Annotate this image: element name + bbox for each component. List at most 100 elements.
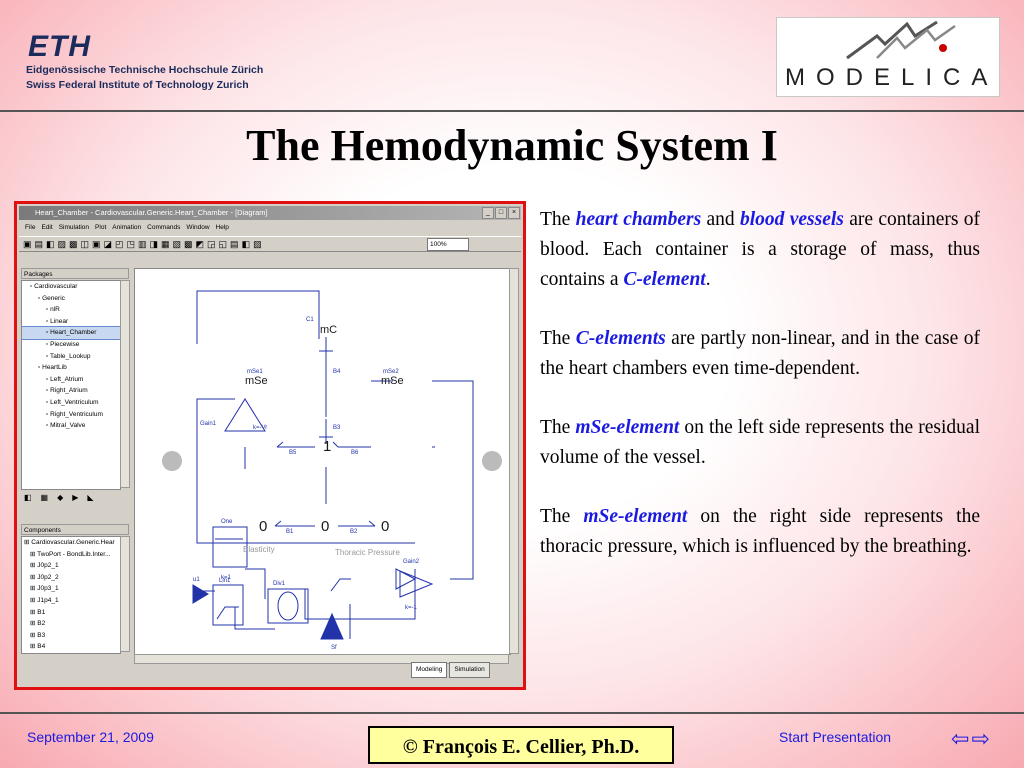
menu-item-animation[interactable]: Animation xyxy=(112,224,142,231)
keyword-mse-element-right: mSe-element xyxy=(583,506,688,527)
keyword-c-elements: C-elements xyxy=(575,328,666,349)
left-port-icon[interactable] xyxy=(162,451,182,471)
close-icon[interactable]: × xyxy=(508,207,520,219)
component-tree-item[interactable]: ⊞ B3 xyxy=(22,630,120,642)
menu-item-file[interactable]: File xyxy=(25,224,36,231)
b1-label: B1 xyxy=(286,529,294,535)
modelica-swoosh-icon xyxy=(846,20,956,60)
expand-icon[interactable]: ⊞ xyxy=(30,631,38,639)
component-tree-item[interactable]: ⊞ J0p2_1 xyxy=(22,560,120,572)
header: ETH Eidgenössische Technische Hochschule… xyxy=(0,0,1024,110)
package-label: Mitral_Valve xyxy=(50,422,86,430)
package-tree-item[interactable]: ▫ Right_Atrium xyxy=(22,385,120,397)
component-tree-item[interactable]: ⊞ B4 xyxy=(22,641,120,653)
component-label: Cardiovascular.Generic.Hear xyxy=(31,539,115,546)
package-tree-item[interactable]: ▫ Linear xyxy=(22,316,120,328)
nav-arrows: ⇦ ⇨ xyxy=(951,727,990,751)
expand-icon[interactable]: ⊞ xyxy=(30,596,38,604)
package-icon: ▫ xyxy=(38,294,43,302)
package-toolbar[interactable]: ◧▦◆▶◣ xyxy=(24,493,103,502)
sf-label: Sf xyxy=(331,645,337,651)
menu-item-window[interactable]: Window xyxy=(186,224,210,231)
component-tree-item[interactable]: ⊞ J0p2_2 xyxy=(22,572,120,584)
paragraph-1: The heart chambers and blood vessels are… xyxy=(540,209,981,290)
package-label: Cardiovascular xyxy=(34,283,78,290)
gain2-label: Gain2 xyxy=(403,559,420,565)
package-tree-item[interactable]: ▫ Left_Ventriculum xyxy=(22,397,120,409)
start-presentation-link[interactable]: Start Presentation xyxy=(779,729,892,745)
canvas-horizontal-scrollbar[interactable] xyxy=(134,654,509,664)
packages-scrollbar[interactable] xyxy=(120,280,130,488)
package-label: HeartLib xyxy=(42,364,67,372)
toolbar[interactable]: ▣▤◧▨▩◫▣◪◰◳▥◨▦▧▩◩◲◱▤◧▨ xyxy=(19,236,521,252)
expand-icon[interactable]: ⊞ xyxy=(30,608,38,616)
keyword-c-element: C-element xyxy=(623,269,706,290)
next-arrow-icon[interactable]: ⇨ xyxy=(971,726,990,751)
minimize-icon[interactable]: _ xyxy=(482,207,494,219)
package-icon: ▫ xyxy=(46,329,51,337)
package-label: Right_Atrium xyxy=(50,387,88,395)
menu-item-plot[interactable]: Plot xyxy=(95,224,107,231)
package-label: Right_Ventriculum xyxy=(50,410,103,418)
package-tree-item[interactable]: ▫ Table_Lookup xyxy=(22,351,120,363)
components-tree[interactable]: ⊞ Cardiovascular.Generic.Hear⊞ TwoPort -… xyxy=(21,536,121,654)
expand-icon[interactable]: ⊞ xyxy=(30,585,38,593)
b4-label: B4 xyxy=(333,369,341,375)
right-port-icon[interactable] xyxy=(482,451,502,471)
package-tree-item[interactable]: ▫ Generic xyxy=(22,293,120,305)
package-icon: ▫ xyxy=(46,375,51,383)
paragraph-2: The C-elements are partly non-linear, an… xyxy=(540,328,980,379)
u1-label: u1 xyxy=(193,577,200,583)
expand-icon[interactable]: ⊞ xyxy=(30,643,38,651)
copyright-box: © François E. Cellier, Ph.D. xyxy=(368,726,674,764)
tab-simulation[interactable]: Simulation xyxy=(449,662,490,678)
menu-item-simulation[interactable]: Simulation xyxy=(58,224,90,231)
component-tree-item[interactable]: ⊞ TwoPort - BondLib.Inter... xyxy=(22,549,120,561)
menu-item-edit[interactable]: Edit xyxy=(41,224,53,231)
package-tree-item[interactable]: ▫ Left_Atrium xyxy=(22,374,120,386)
package-icon: ▫ xyxy=(46,306,51,314)
expand-icon[interactable]: ⊞ xyxy=(30,550,38,558)
window-controls: _ □ × xyxy=(482,207,520,219)
component-tree-item[interactable]: ⊞ J0p3_1 xyxy=(22,583,120,595)
component-tree-item[interactable]: ⊞ J1p4_1 xyxy=(22,595,120,607)
mse2-label: mSe2 xyxy=(383,369,399,375)
package-label: Piecewise xyxy=(50,340,80,348)
mode-tabs: Modeling Simulation xyxy=(411,662,490,678)
component-tree-item[interactable]: ⊞ B2 xyxy=(22,618,120,630)
zoom-select[interactable]: 100% xyxy=(427,238,469,251)
canvas-vertical-scrollbar[interactable] xyxy=(509,268,519,654)
mse-right-label: mSe xyxy=(381,375,404,387)
expand-icon[interactable]: ⊞ xyxy=(30,562,38,570)
package-tree-item[interactable]: ▫ Heart_Chamber xyxy=(22,326,120,340)
menu-item-commands[interactable]: Commands xyxy=(147,224,181,231)
previous-arrow-icon[interactable]: ⇦ xyxy=(951,726,970,751)
maximize-icon[interactable]: □ xyxy=(495,207,507,219)
menu-item-help[interactable]: Help xyxy=(215,224,229,231)
component-label: J0p2_2 xyxy=(37,573,59,581)
package-tree-item[interactable]: ▫ Right_Ventriculum xyxy=(22,409,120,421)
package-tree-item[interactable]: ▫ nlR xyxy=(22,304,120,316)
packages-header: Packages xyxy=(21,268,129,279)
expand-icon[interactable]: ⊞ xyxy=(30,573,38,581)
package-tree-item[interactable]: ▫ Piecewise xyxy=(22,339,120,351)
b6-label: B6 xyxy=(351,450,359,456)
package-tree-item[interactable]: ▫ HeartLib xyxy=(22,362,120,374)
component-tree-item[interactable]: ⊞ Cardiovascular.Generic.Hear xyxy=(22,537,120,549)
one-block-label: One xyxy=(221,519,233,525)
k-vr-label: k=-Vr xyxy=(253,425,267,431)
package-tree-item[interactable]: ▫ Cardiovascular xyxy=(22,281,120,293)
component-label: TwoPort - BondLib.Inter... xyxy=(37,550,111,558)
package-icon: ▫ xyxy=(46,317,51,325)
packages-tree[interactable]: ▫ Cardiovascular▫ Generic▫ nlR▫ Linear▫ … xyxy=(21,280,121,490)
expand-icon[interactable]: ⊞ xyxy=(30,620,38,628)
package-icon: ▫ xyxy=(46,410,51,418)
keyword-blood-vessels: blood vessels xyxy=(740,209,844,230)
tab-modeling[interactable]: Modeling xyxy=(411,662,448,678)
component-tree-item[interactable]: ⊞ B1 xyxy=(22,607,120,619)
header-divider xyxy=(0,110,1024,112)
expand-icon[interactable]: ⊞ xyxy=(24,539,32,546)
components-scrollbar[interactable] xyxy=(120,536,130,652)
package-tree-item[interactable]: ▫ Mitral_Valve xyxy=(22,420,120,432)
diagram-canvas[interactable]: C1 B4 mSe1 B5 B6 mSe2 B3 Gain1 k=-Vr B1 … xyxy=(134,268,511,655)
